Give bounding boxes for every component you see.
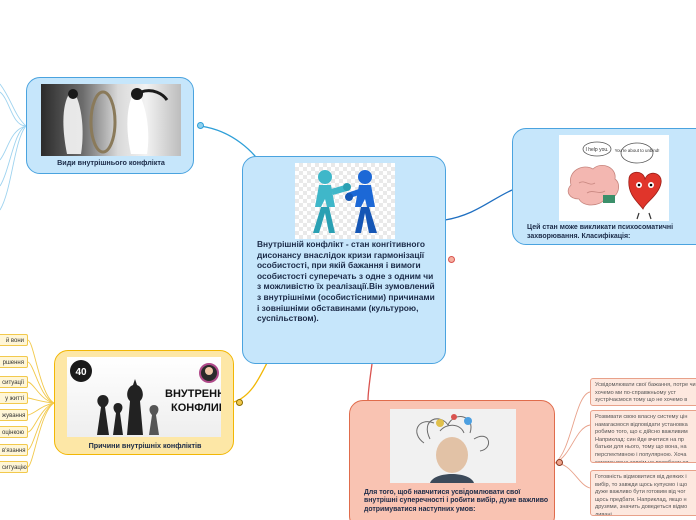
chess-pieces-icon — [97, 379, 159, 435]
right-boxer-icon — [345, 170, 377, 233]
svg-text:40: 40 — [75, 367, 87, 378]
cause-leaf-1[interactable]: й вони — [0, 334, 28, 346]
collapse-dot-causes[interactable] — [236, 399, 243, 406]
topic-causes-label: Причини внутрішніх конфліктів — [88, 441, 202, 450]
face-icon — [436, 437, 468, 473]
condition-note-2[interactable]: Розвивати свою власну систему цін намага… — [590, 410, 696, 463]
cause-leaf-6[interactable]: оцінкою — [0, 426, 28, 438]
mirror-icon — [89, 90, 117, 154]
boxing-figures-image — [295, 163, 395, 239]
cause-leaf-4[interactable]: у житті — [0, 392, 28, 404]
topic-psychosomatic-label: Цей стан може викликати психосоматичні з… — [527, 224, 674, 240]
topic-psychosomatic[interactable]: I help you. You're about to unbind! Цей … — [512, 128, 696, 245]
central-topic[interactable]: Внутрішній конфлікт - стан конгітивного … — [242, 156, 446, 364]
links-causes-leaves — [27, 339, 55, 468]
chess-conflict-image: 40 ВНУТРЕННИЙ КОНФЛИКТ — [67, 357, 221, 437]
collapse-dot-psy[interactable] — [448, 256, 455, 263]
briefcase-icon — [603, 195, 615, 203]
link-types-offscreen-d — [0, 83, 27, 127]
left-boxer-icon — [313, 170, 351, 233]
thinking-head-image — [390, 409, 516, 483]
topic-learn[interactable]: Для того, щоб навчитися усвідомлювати св… — [349, 400, 555, 520]
speech-bubble-right — [620, 142, 654, 164]
link-types-offscreen-a — [0, 91, 27, 127]
woman-left-icon — [63, 94, 83, 154]
cause-leaf-8[interactable]: ситуацію — [0, 461, 28, 473]
svg-text:ВНУТРЕННИЙ: ВНУТРЕННИЙ — [165, 387, 221, 400]
collapse-dot-types[interactable] — [197, 122, 204, 129]
brain-heart-cartoon-image: I help you. You're about to unbind! — [559, 135, 669, 221]
svg-text:КОНФЛИКТ: КОНФЛИКТ — [171, 402, 221, 414]
cause-leaf-2[interactable]: ршення — [0, 356, 28, 368]
svg-text:You're about to unbind!: You're about to unbind! — [615, 148, 660, 153]
link-central-learn — [367, 363, 373, 401]
link-types-offscreen-c — [0, 125, 27, 211]
topic-causes[interactable]: 40 ВНУТРЕННИЙ КОНФЛИКТ Причини внутрішні… — [54, 350, 234, 455]
condition-note-3[interactable]: Готовність відмовитися від деяких і вибі… — [590, 470, 696, 516]
woman-right-icon — [127, 94, 149, 154]
mirror-woman-image — [41, 84, 181, 156]
link-types-offscreen-e — [0, 125, 27, 187]
cause-leaf-7[interactable]: в'язання — [0, 444, 28, 456]
condition-note-1[interactable]: Усвідомлювати свої бажання, потре чи хоч… — [590, 378, 696, 406]
cause-leaf-5[interactable]: жування — [0, 409, 28, 421]
svg-text:I help you.: I help you. — [585, 147, 608, 153]
number-badge — [70, 360, 92, 382]
heart-icon — [628, 171, 662, 210]
cause-leaf-3[interactable]: ситуації — [0, 376, 28, 388]
links-learn-notes — [554, 391, 591, 489]
speech-bubble-left — [582, 141, 612, 157]
link-types-offscreen-b — [0, 125, 27, 161]
collapse-dot-learn[interactable] — [556, 459, 563, 466]
link-central-psy — [444, 189, 513, 221]
topic-learn-label: Для того, щоб навчитися усвідомлювати св… — [364, 489, 549, 513]
topic-types[interactable]: Види внутрішнього конфлікта — [26, 77, 194, 174]
topic-types-label: Види внутрішнього конфлікта — [57, 158, 165, 167]
central-topic-text: Внутрішній конфлікт - стан конгітивного … — [257, 239, 435, 324]
